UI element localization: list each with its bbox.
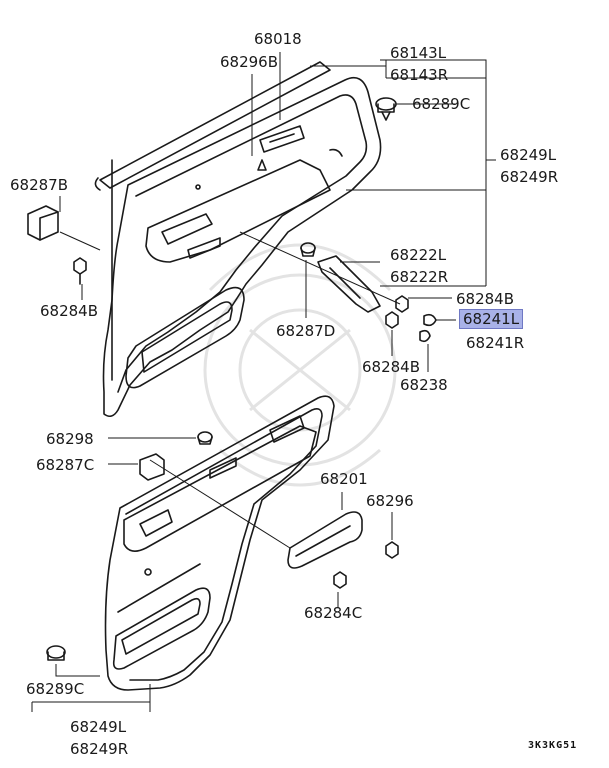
diagram-code: 3K3KG51 [528,740,578,751]
label-68201[interactable]: 68201 [320,470,368,488]
label-68296b[interactable]: 68296B [220,53,279,71]
leader-lines [31,52,496,712]
label-68018[interactable]: 68018 [254,30,302,48]
label-68284b-mid[interactable]: 68284B [362,358,421,376]
label-68249r-bottom[interactable]: 68249R [70,740,129,758]
label-68289c-bottom[interactable]: 68289C [26,680,85,698]
small-parts [27,97,437,661]
label-68284b-left[interactable]: 68284B [40,302,99,320]
label-68249l-bottom[interactable]: 68249L [70,718,127,736]
label-68287c[interactable]: 68287C [36,456,95,474]
label-68222l[interactable]: 68222L [390,246,447,264]
label-68249r-right[interactable]: 68249R [500,168,559,186]
label-68287b[interactable]: 68287B [10,176,69,194]
label-68284b-right[interactable]: 68284B [456,290,515,308]
label-68238[interactable]: 68238 [400,376,448,394]
label-68241r[interactable]: 68241R [466,334,525,352]
upper-door-trim-panel [94,61,382,418]
label-68296[interactable]: 68296 [366,492,414,510]
label-68284c[interactable]: 68284C [304,604,363,622]
label-68289c-top[interactable]: 68289C [412,95,471,113]
label-68298[interactable]: 68298 [46,430,94,448]
label-68222r[interactable]: 68222R [390,268,449,286]
label-68143l[interactable]: 68143L [390,44,447,62]
label-68241l[interactable]: 68241L [458,309,524,329]
label-68249l-right[interactable]: 68249L [500,146,557,164]
label-68143r[interactable]: 68143R [390,66,449,84]
lower-door-trim-panel [104,395,335,691]
label-68287d[interactable]: 68287D [276,322,336,340]
